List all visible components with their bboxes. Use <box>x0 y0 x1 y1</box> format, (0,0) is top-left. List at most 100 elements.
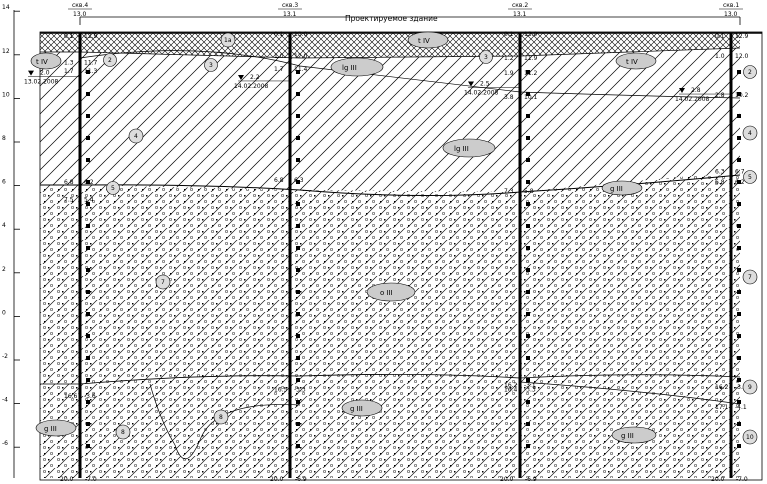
sample-mark <box>737 312 741 316</box>
water-level: 2.0 <box>40 70 50 77</box>
index-t-iv-2: t IV <box>407 31 449 49</box>
layer-number-8b: 8 <box>115 424 131 440</box>
sample-mark <box>737 180 741 184</box>
elevation-label: 11.9 <box>524 55 538 62</box>
elevation-label: 6.3 <box>294 177 304 184</box>
water-date: 14.02.2008 <box>675 96 710 103</box>
sample-mark <box>526 246 530 250</box>
sample-mark <box>296 114 300 118</box>
svg-text:g III: g III <box>350 405 363 413</box>
elevation-label: -4.1 <box>735 404 747 411</box>
y-tick-label: 4 <box>2 222 6 229</box>
layer-number-9: 9 <box>742 379 758 395</box>
elevation-label: 12.9 <box>735 33 749 40</box>
water-level: 2.8 <box>691 87 701 94</box>
elevation-label: 10.1 <box>524 94 538 101</box>
sample-mark <box>737 202 741 206</box>
depth-label: 16.2 <box>715 384 729 391</box>
sample-mark <box>526 422 530 426</box>
layer-number-2b: 2 <box>743 65 757 79</box>
depth-label: 1.7 <box>274 66 284 73</box>
svg-text:4: 4 <box>748 130 752 137</box>
sample-mark <box>86 334 90 338</box>
sample-mark <box>86 422 90 426</box>
sample-mark <box>86 312 90 316</box>
index-g-iii-3: g III <box>35 419 77 437</box>
svg-text:lg III: lg III <box>454 145 469 153</box>
y-tick-label: -6 <box>2 440 8 447</box>
sample-mark <box>737 378 741 382</box>
borehole-bottom-elevation: -6.9 <box>295 476 307 483</box>
depth-label: 1.0 <box>274 53 284 60</box>
svg-text:8: 8 <box>121 429 125 436</box>
layer-number-1a: 1a <box>220 32 236 48</box>
depth-label: 0.1 <box>64 33 74 40</box>
svg-text:5: 5 <box>111 185 115 192</box>
sample-mark <box>526 224 530 228</box>
water-level-icon <box>28 70 34 76</box>
index-t-iv-1: t IV <box>30 52 62 70</box>
boundary-lg-top <box>79 50 741 99</box>
boundary-lens <box>149 383 301 460</box>
water-level: 2.2 <box>250 74 260 81</box>
elevation-label: 6.2 <box>84 179 94 186</box>
sample-mark <box>526 334 530 338</box>
water-date: 13.02.2008 <box>24 79 59 86</box>
layer-number-5b: 5 <box>743 170 757 184</box>
index-g-iii-1: g III <box>601 180 643 196</box>
borehole-bottom-depth: 20.0 <box>270 476 284 483</box>
sample-mark <box>526 290 530 294</box>
boundary-fill-base <box>40 47 741 59</box>
svg-text:lg III: lg III <box>342 64 357 72</box>
sample-mark <box>86 224 90 228</box>
y-tick-label: 0 <box>2 309 6 316</box>
sample-mark <box>296 422 300 426</box>
layer-number-2: 2 <box>103 53 117 67</box>
sample-mark <box>526 92 530 96</box>
sample-mark <box>737 224 741 228</box>
water-level: 2.5 <box>480 81 490 88</box>
depth-label: 0.1 <box>715 33 725 40</box>
sample-mark <box>296 334 300 338</box>
elevation-label: 12.9 <box>84 33 98 40</box>
sample-mark <box>296 202 300 206</box>
layer-fill-ground <box>40 33 740 58</box>
layer-number-7: 7 <box>155 274 171 290</box>
index-g-iii-2: g III <box>341 399 383 417</box>
layer-fill-silt <box>40 175 740 478</box>
layer-number-8: 8 <box>213 409 229 425</box>
building-title: Проектируемое здание <box>345 14 438 23</box>
depth-label: 1.2 <box>504 55 514 62</box>
sample-mark <box>737 334 741 338</box>
borehole-elevation: 13.1 <box>283 11 297 18</box>
sample-mark <box>737 290 741 294</box>
sample-mark <box>526 136 530 140</box>
sample-mark <box>86 114 90 118</box>
sample-mark <box>296 158 300 162</box>
sample-mark <box>526 268 530 272</box>
index-lg-iii-2: lg III <box>442 138 496 158</box>
sample-mark <box>86 180 90 184</box>
svg-text:g III: g III <box>621 432 634 440</box>
sample-mark <box>296 312 300 316</box>
depth-label: 6.3 <box>715 168 725 175</box>
sample-mark <box>737 70 741 74</box>
y-tick-label: 14 <box>2 4 10 11</box>
y-tick-label: -2 <box>2 353 8 360</box>
svg-text:t IV: t IV <box>418 37 430 45</box>
elevation-label: 12.0 <box>294 53 308 60</box>
depth-label: 3.8 <box>504 94 514 101</box>
y-tick-label: -4 <box>2 397 8 404</box>
y-tick-label: 10 <box>2 91 10 98</box>
water-level-icon <box>238 74 244 80</box>
water-date: 14.02.2008 <box>234 83 269 90</box>
layer-number-3: 3 <box>204 58 218 72</box>
borehole-elevation: 13.1 <box>513 11 527 18</box>
depth-label: 0.1 <box>504 31 514 38</box>
depth-label: 17.1 <box>715 404 729 411</box>
sample-mark <box>296 92 300 96</box>
